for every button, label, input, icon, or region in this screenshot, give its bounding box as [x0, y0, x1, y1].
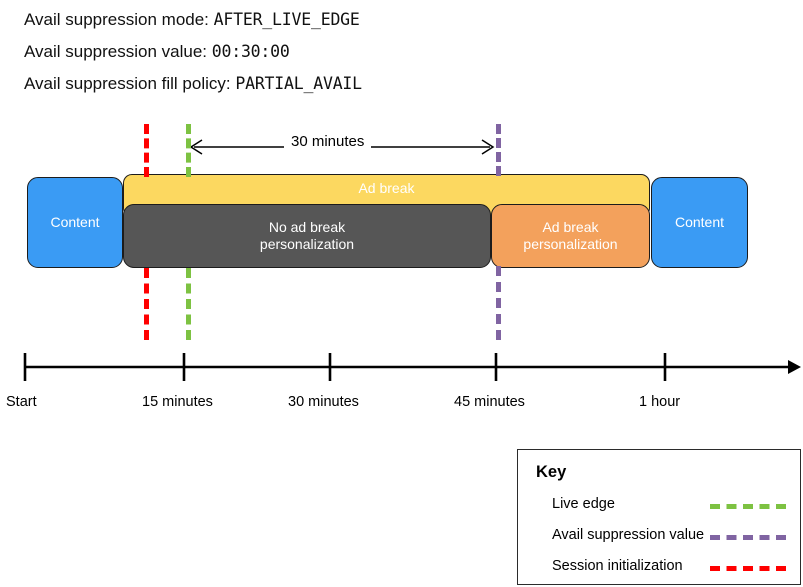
no-ad-break-personalization-line-2: personalization	[259, 236, 355, 252]
key-item-live-edge-label: Live edge	[552, 496, 615, 512]
no-ad-break-personalization-box: No ad break personalization	[123, 204, 491, 268]
live-edge-marker-bottom	[186, 268, 191, 340]
param-label: Avail suppression fill policy:	[24, 74, 231, 93]
content-box-left: Content	[27, 177, 123, 268]
no-ad-break-personalization-label: No ad break personalization	[260, 219, 354, 253]
key-item-live-edge: Live edge	[536, 496, 786, 516]
key-swatch-avail-suppression-value-dashed-line-icon	[710, 535, 786, 540]
ad-break-personalization-label: Ad break personalization	[523, 219, 617, 253]
key-swatch-live-edge-dashed-line-icon	[710, 504, 786, 509]
tick-label-1-hour: 1 hour	[639, 394, 681, 410]
content-box-right-label: Content	[674, 214, 725, 230]
param-line-avail-suppression-fill-policy: Avail suppression fill policy: PARTIAL_A…	[24, 74, 362, 94]
tick-label-15-minutes: 15 minutes	[142, 394, 213, 410]
key-item-session-initialization-label: Session initialization	[552, 558, 683, 574]
key-swatch-session-initialization-dashed-line-icon	[710, 566, 786, 571]
key-item-session-initialization: Session initialization	[536, 558, 786, 578]
session-initialization-marker-bottom	[144, 268, 149, 340]
param-value: 00:30:00	[211, 42, 290, 61]
ad-break-personalization-box: Ad break personalization	[491, 204, 650, 268]
measure-arrow-label: 30 minutes	[284, 133, 372, 150]
param-line-avail-suppression-value: Avail suppression value: 00:30:00	[24, 42, 290, 62]
timeline-axis	[23, 353, 801, 381]
session-initialization-marker-top	[144, 124, 149, 177]
param-label: Avail suppression mode:	[24, 10, 209, 29]
key-item-avail-suppression-value: Avail suppression value	[536, 527, 786, 547]
avail-suppression-value-marker-top	[496, 124, 501, 176]
key-item-avail-suppression-value-label: Avail suppression value	[552, 527, 705, 543]
ad-break-personalization-line-2: personalization	[523, 236, 618, 252]
ad-break-personalization-line-1: Ad break	[542, 219, 599, 235]
tick-label-start: Start	[6, 394, 37, 410]
param-value: AFTER_LIVE_EDGE	[213, 10, 360, 29]
tick-label-45-minutes: 45 minutes	[454, 394, 525, 410]
ad-break-bar-label: Ad break	[358, 180, 415, 196]
content-box-left-label: Content	[50, 214, 100, 230]
param-value: PARTIAL_AVAIL	[235, 74, 362, 93]
key-title: Key	[536, 463, 567, 481]
live-edge-marker-top	[186, 124, 191, 177]
param-label: Avail suppression value:	[24, 42, 208, 61]
no-ad-break-personalization-line-1: No ad break	[268, 219, 346, 235]
key-legend: Key Live edge Avail suppression value Se…	[517, 449, 801, 585]
content-box-right: Content	[651, 177, 748, 268]
param-line-avail-suppression-mode: Avail suppression mode: AFTER_LIVE_EDGE	[24, 10, 360, 30]
tick-label-30-minutes: 30 minutes	[288, 394, 359, 410]
avail-suppression-value-marker-bottom	[496, 266, 501, 340]
